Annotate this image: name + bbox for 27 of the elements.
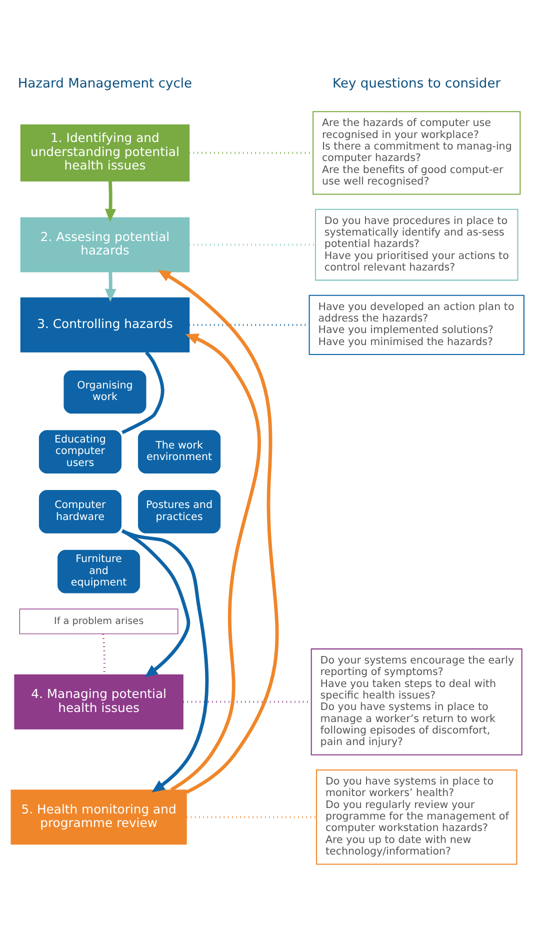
node-box: Are the hazards of computer use recognised in your workplace? Is there a commitment to manag-ing computer hazards? Are the benefits of good comput-er use well recognised? [312,111,521,195]
node-box: The work environment [136,428,222,475]
arrow [122,530,209,792]
label: Key questions to consider [332,76,501,92]
node-box: 4. Managing potential health issues [14,674,184,730]
arrow [158,270,279,794]
node-box: Furniture and equipment [56,548,142,595]
node-box: Organising work [62,368,148,416]
node-box: 1. Identifying and understanding potential health issues [20,124,190,182]
node-box: 2. Assesing potential hazards [20,217,190,272]
arrow [170,334,261,792]
node-box: Postures and practices [136,488,222,535]
node-box: If a problem arises [19,608,178,634]
label: Hazard Management cycle [18,76,192,92]
node-box: Have you developed an action plan to address the hazards? Have you implemented solutions? Have you minimised the hazards? [308,294,524,355]
node-box: Do you have procedures in place to systematically identify and as-sess potential hazards? Have you prioritised your actions to control relevant hazards? [314,208,518,281]
connector [186,816,316,818]
node-box: Do you have systems in place to monitor workers’ health? Do you regularly review your programme for the management of computer workstation hazards? Are you up to date with new technology/information? [316,769,518,865]
node-box: 5. Health monitoring and programme review [10,790,187,845]
node-box: Do your systems encourage the early reporting of symptoms? Have you taken steps to deal with specific health issues? Do you have systems in place to manage a worker’s return to work following episodes of discomfort, pain and injury? [310,648,522,756]
node-box: Educating computer users [38,428,123,475]
node-box: Computer hardware [38,488,123,535]
node-box: 3. Controlling hazards [20,297,190,352]
arrow [104,181,116,222]
connector [122,351,164,434]
arrow [105,272,116,302]
arrow [121,529,190,678]
